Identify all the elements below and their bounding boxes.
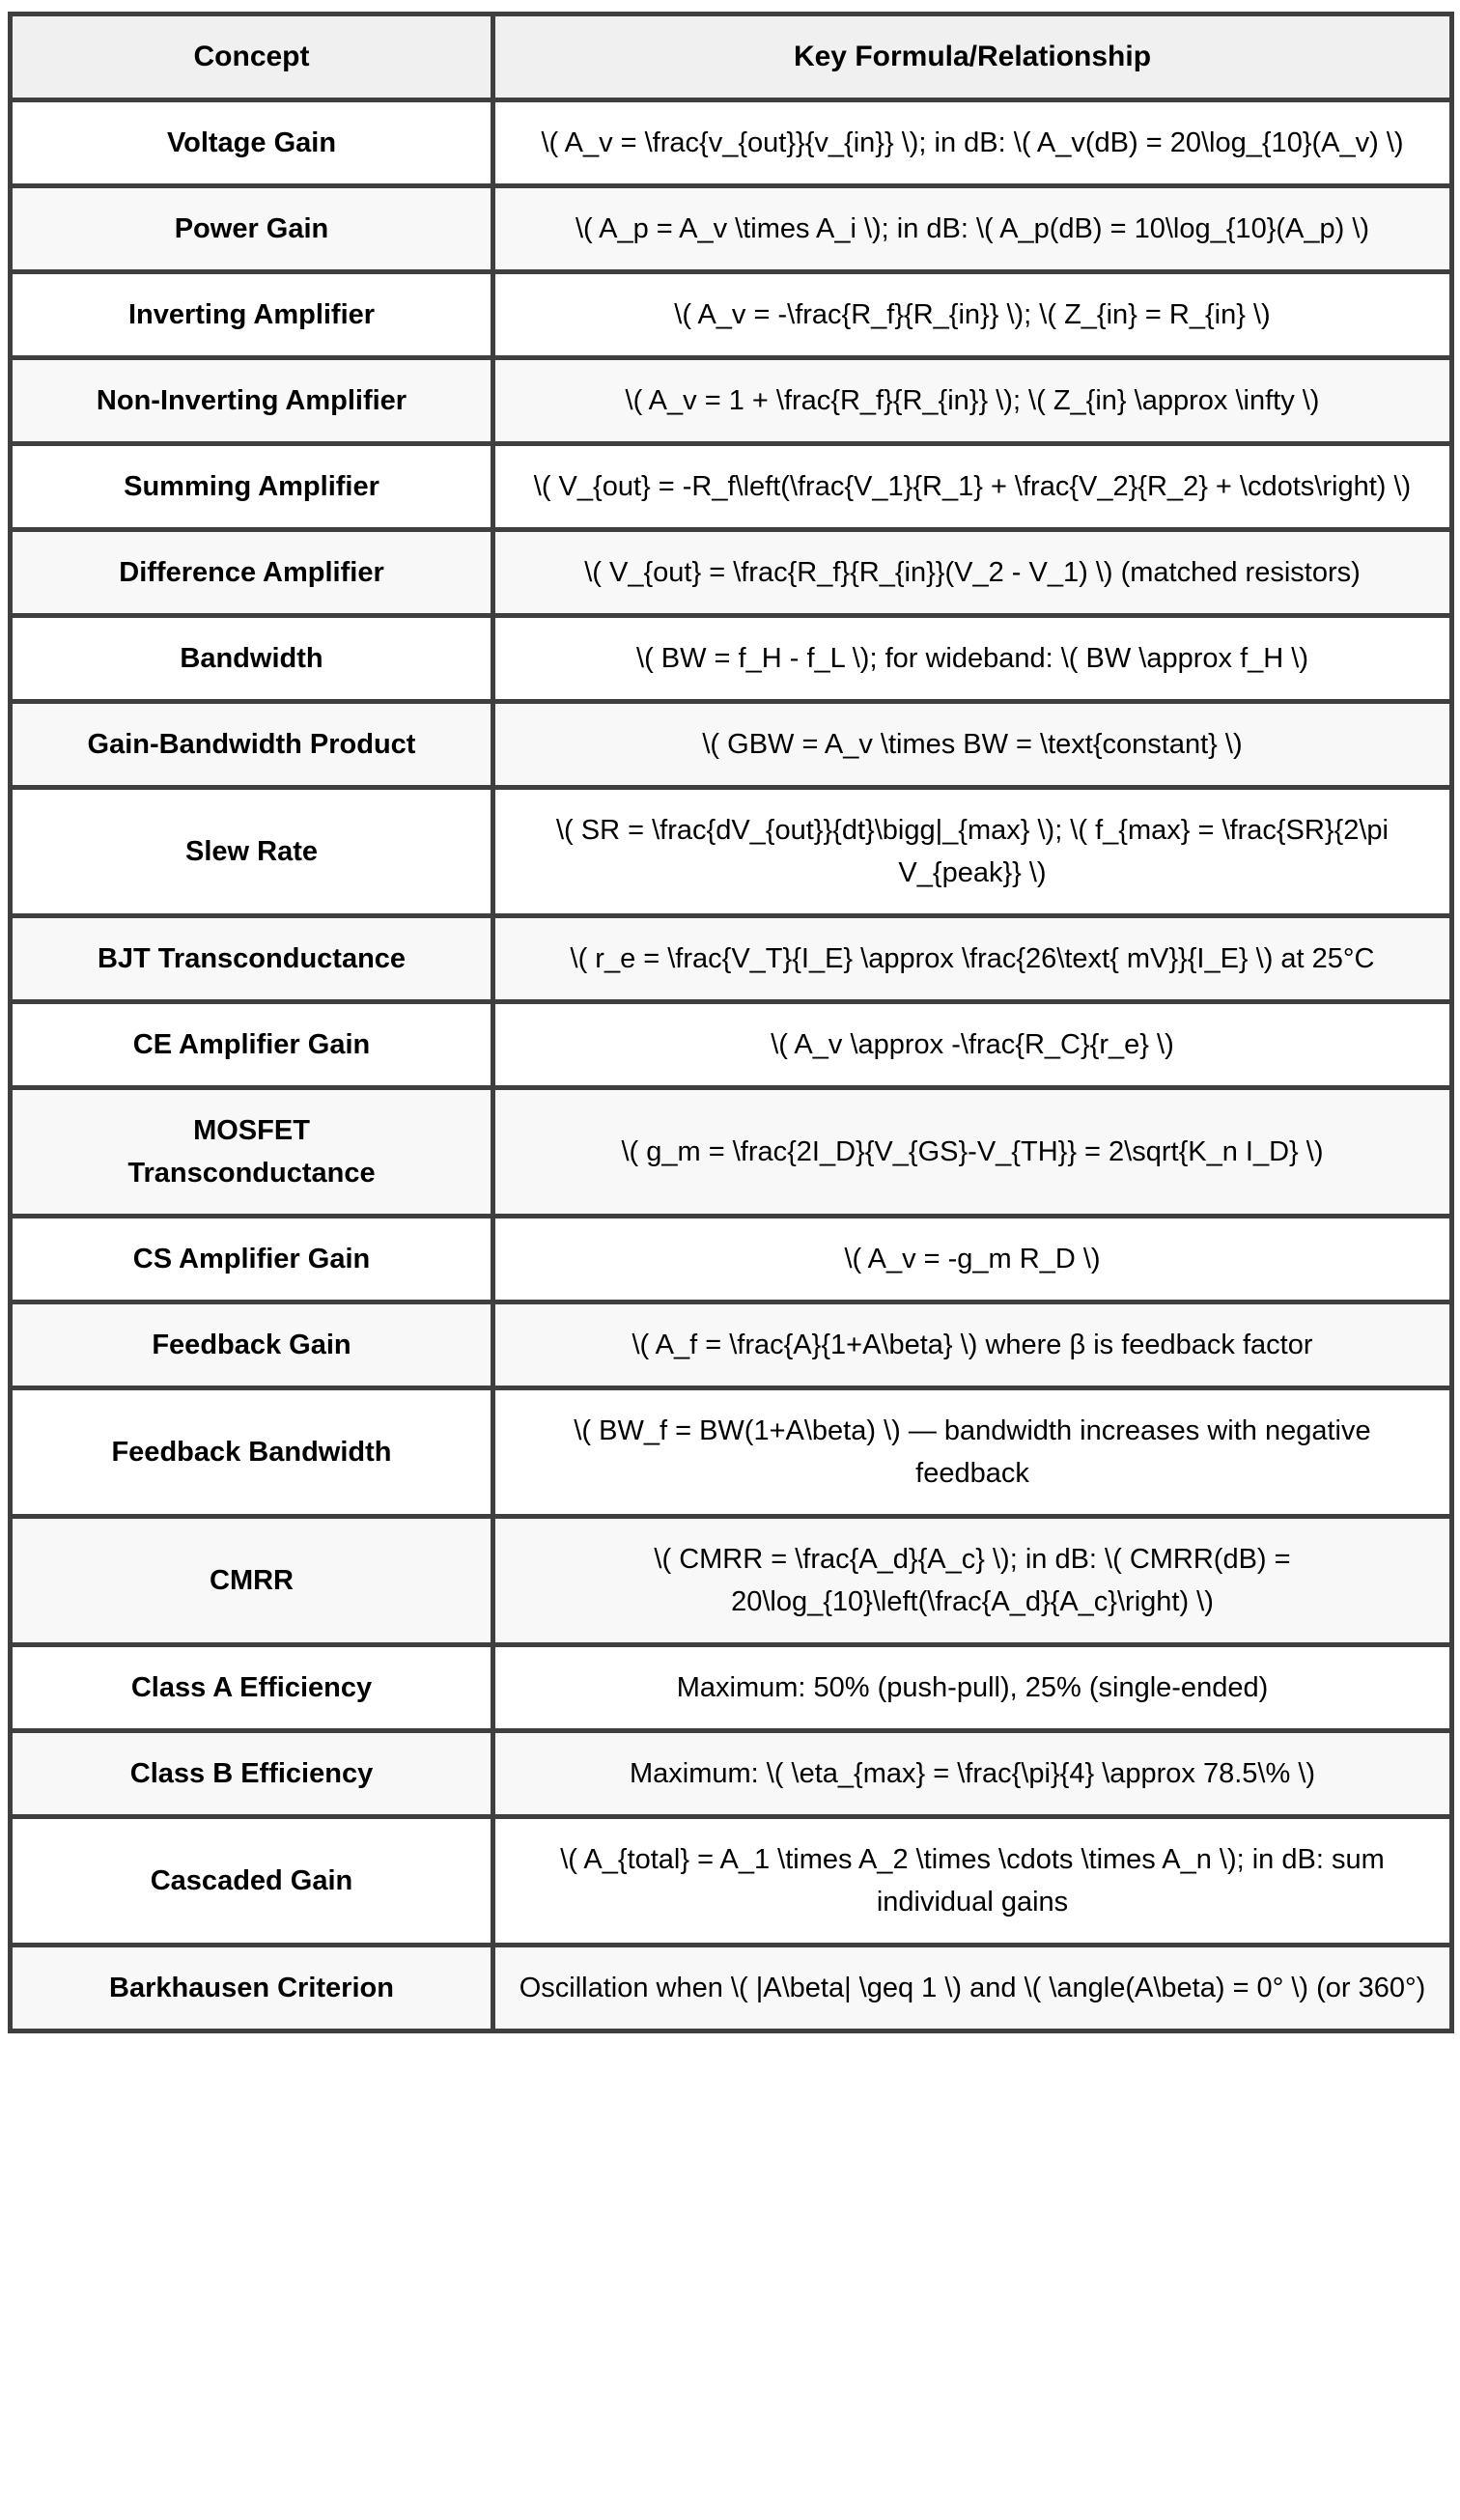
table-row: Summing Amplifier \( V_{out} = -R_f\left… <box>8 441 1454 532</box>
header-row: Concept Key Formula/Relationship <box>8 12 1454 102</box>
table-row: BJT Transconductance \( r_e = \frac{V_T}… <box>8 913 1454 1004</box>
concept-cell: CE Amplifier Gain <box>8 999 495 1090</box>
table-row: Class B Efficiency Maximum: \( \eta_{max… <box>8 1728 1454 1819</box>
table-row: CS Amplifier Gain \( A_v = -g_m R_D \) <box>8 1214 1454 1304</box>
formula-cell: \( A_v = 1 + \frac{R_f}{R_{in}} \); \( Z… <box>491 355 1454 446</box>
table-row: MOSFET Transconductance \( g_m = \frac{2… <box>8 1085 1454 1218</box>
formula-cell: \( A_{total} = A_1 \times A_2 \times \cd… <box>491 1814 1454 1947</box>
formula-cell: \( A_v \approx -\frac{R_C}{r_e} \) <box>491 999 1454 1090</box>
concept-cell: Cascaded Gain <box>8 1814 495 1947</box>
concept-cell: Feedback Gain <box>8 1300 495 1390</box>
formula-cell: \( g_m = \frac{2I_D}{V_{GS}-V_{TH}} = 2\… <box>491 1085 1454 1218</box>
concept-cell: Difference Amplifier <box>8 527 495 618</box>
table-row: Power Gain \( A_p = A_v \times A_i \); i… <box>8 183 1454 274</box>
table-row: CMRR \( CMRR = \frac{A_d}{A_c} \); in dB… <box>8 1514 1454 1647</box>
formula-cell: \( V_{out} = \frac{R_f}{R_{in}}(V_2 - V_… <box>491 527 1454 618</box>
concept-cell: Power Gain <box>8 183 495 274</box>
concept-cell: Barkhausen Criterion <box>8 1943 495 2033</box>
formula-cell: \( A_f = \frac{A}{1+A\beta} \) where β i… <box>491 1300 1454 1390</box>
formula-cell: \( A_p = A_v \times A_i \); in dB: \( A_… <box>491 183 1454 274</box>
table-row: Inverting Amplifier \( A_v = -\frac{R_f}… <box>8 269 1454 360</box>
table-row: Voltage Gain \( A_v = \frac{v_{out}}{v_{… <box>8 98 1454 188</box>
concept-cell: Voltage Gain <box>8 98 495 188</box>
concept-cell: Feedback Bandwidth <box>8 1386 495 1519</box>
formula-cell: \( BW_f = BW(1+A\beta) \) — bandwidth in… <box>491 1386 1454 1519</box>
concept-cell: Slew Rate <box>8 785 495 918</box>
formula-cell: \( V_{out} = -R_f\left(\frac{V_1}{R_1} +… <box>491 441 1454 532</box>
table-row: Feedback Bandwidth \( BW_f = BW(1+A\beta… <box>8 1386 1454 1519</box>
formula-table: Concept Key Formula/Relationship Voltage… <box>8 12 1454 2033</box>
table-row: Slew Rate \( SR = \frac{dV_{out}}{dt}\bi… <box>8 785 1454 918</box>
table-row: Difference Amplifier \( V_{out} = \frac{… <box>8 527 1454 618</box>
formula-cell: Maximum: 50% (push-pull), 25% (single-en… <box>491 1642 1454 1733</box>
formula-cell: Oscillation when \( |A\beta| \geq 1 \) a… <box>491 1943 1454 2033</box>
concept-cell: Gain-Bandwidth Product <box>8 699 495 790</box>
table-row: Gain-Bandwidth Product \( GBW = A_v \tim… <box>8 699 1454 790</box>
concept-cell: Inverting Amplifier <box>8 269 495 360</box>
concept-cell: Bandwidth <box>8 613 495 704</box>
formula-cell: \( A_v = \frac{v_{out}}{v_{in}} \); in d… <box>491 98 1454 188</box>
concept-cell: MOSFET Transconductance <box>8 1085 495 1218</box>
formula-cell: \( BW = f_H - f_L \); for wideband: \( B… <box>491 613 1454 704</box>
formula-cell: \( A_v = -g_m R_D \) <box>491 1214 1454 1304</box>
concept-cell: Class A Efficiency <box>8 1642 495 1733</box>
table-row: Class A Efficiency Maximum: 50% (push-pu… <box>8 1642 1454 1733</box>
table-row: Non-Inverting Amplifier \( A_v = 1 + \fr… <box>8 355 1454 446</box>
concept-header: Concept <box>8 12 495 102</box>
table-row: Bandwidth \( BW = f_H - f_L \); for wide… <box>8 613 1454 704</box>
formula-cell: Maximum: \( \eta_{max} = \frac{\pi}{4} \… <box>491 1728 1454 1819</box>
formula-header: Key Formula/Relationship <box>491 12 1454 102</box>
concept-cell: CS Amplifier Gain <box>8 1214 495 1304</box>
table-row: CE Amplifier Gain \( A_v \approx -\frac{… <box>8 999 1454 1090</box>
table-row: Feedback Gain \( A_f = \frac{A}{1+A\beta… <box>8 1300 1454 1390</box>
formula-cell: \( CMRR = \frac{A_d}{A_c} \); in dB: \( … <box>491 1514 1454 1647</box>
formula-cell: \( SR = \frac{dV_{out}}{dt}\bigg|_{max} … <box>491 785 1454 918</box>
concept-cell: BJT Transconductance <box>8 913 495 1004</box>
formula-cell: \( GBW = A_v \times BW = \text{constant}… <box>491 699 1454 790</box>
table-row: Barkhausen Criterion Oscillation when \(… <box>8 1943 1454 2033</box>
concept-cell: Summing Amplifier <box>8 441 495 532</box>
formula-cell: \( r_e = \frac{V_T}{I_E} \approx \frac{2… <box>491 913 1454 1004</box>
concept-cell: Class B Efficiency <box>8 1728 495 1819</box>
concept-cell: CMRR <box>8 1514 495 1647</box>
formula-cell: \( A_v = -\frac{R_f}{R_{in}} \); \( Z_{i… <box>491 269 1454 360</box>
page: Concept Key Formula/Relationship Voltage… <box>8 12 1454 2033</box>
table-row: Cascaded Gain \( A_{total} = A_1 \times … <box>8 1814 1454 1947</box>
concept-cell: Non-Inverting Amplifier <box>8 355 495 446</box>
